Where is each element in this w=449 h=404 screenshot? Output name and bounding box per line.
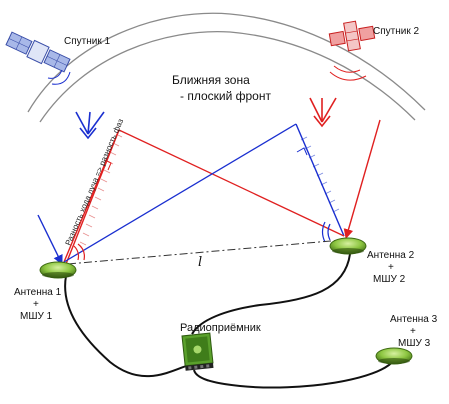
blue-wavefront-line	[295, 123, 345, 237]
antenna-1-plus: +	[33, 299, 39, 310]
baseline-label: l	[198, 255, 202, 270]
near-zone-title: Ближняя зона	[172, 73, 250, 87]
baseline-line	[67, 239, 343, 265]
red-ray-to-antenna-1	[65, 129, 120, 265]
satellite-1-signal-waves	[47, 69, 71, 85]
blue-incoming-ray-antenna-1	[37, 214, 63, 265]
antenna-2-lna-label: МШУ 2	[373, 274, 406, 285]
right-angle-marker-blue	[296, 147, 308, 156]
antenna-3-icon	[375, 347, 413, 365]
satellite-2-label: Спутник 2	[373, 26, 419, 37]
red-ray-to-antenna-2	[118, 129, 345, 237]
antenna-1-icon	[39, 261, 77, 279]
blue-ray-to-antenna-1	[63, 123, 297, 263]
satellite-1-icon	[5, 31, 71, 73]
antenna-2-label: Антенна 2	[367, 250, 415, 261]
antenna-2-plus: +	[388, 262, 394, 273]
red-incoming-ray-antenna-2	[343, 119, 381, 239]
receiver-icon	[181, 332, 214, 371]
antenna-3-plus: +	[410, 326, 416, 337]
satellite-2-icon	[328, 20, 376, 52]
antenna-cables	[64, 253, 395, 389]
near-zone-subtitle: - плоский фронт	[180, 89, 271, 103]
receiver-label: Радиоприёмник	[180, 322, 261, 334]
antenna-2-icon	[329, 237, 367, 255]
antenna-1-label: Антенна 1	[14, 287, 62, 298]
blue-incoming-rays-icon	[75, 111, 105, 140]
antenna-3-lna-label: МШУ 3	[398, 338, 431, 349]
angle-arcs-antenna-1	[73, 243, 85, 261]
antenna-1-lna-label: МШУ 1	[20, 311, 53, 322]
angle-arcs-antenna-2	[321, 221, 331, 243]
satellite-1-label: Спутник 1	[64, 36, 110, 47]
right-angle-marker-red	[104, 159, 112, 171]
satellite-2-signal-waves	[329, 65, 367, 81]
red-incoming-rays-icon	[309, 97, 337, 128]
path-difference-label: Разность хода луча => разность фаз	[64, 117, 126, 247]
antenna-3-label: Антенна 3	[390, 314, 438, 325]
